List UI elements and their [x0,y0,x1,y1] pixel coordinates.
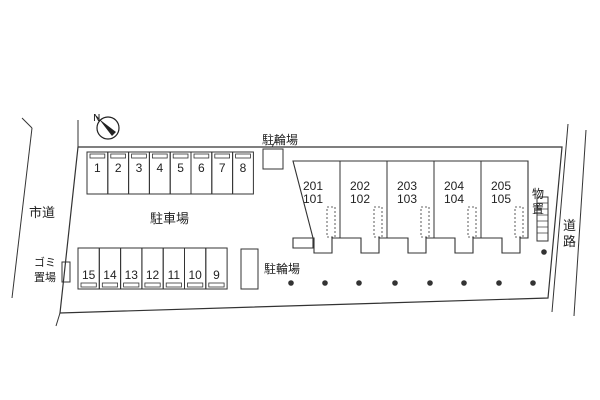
north-arrow-icon [95,115,120,140]
building-outline [292,160,529,254]
parking-stall: 11 [162,247,185,290]
garbage-area-label: ゴミ置場 [34,255,56,284]
parking-stall-number: 4 [156,161,163,175]
road-curb-line-right [551,123,569,313]
unit-number-upper: 201 [303,179,323,193]
bike-parking-mid [240,248,259,290]
parking-stall-number: 7 [219,161,226,175]
parking-stall: 1 [86,151,109,195]
tree-dot [288,280,294,286]
unit-number-upper: 203 [397,179,417,193]
road-curb-line-left-top [21,117,33,129]
tree-dot [427,280,433,286]
unit-number-lower: 105 [491,192,511,206]
unit-number-upper: 204 [444,179,464,193]
parking-stall-number: 8 [240,161,247,175]
parking-stall: 6 [190,151,213,195]
parking-stall: 14 [98,247,122,290]
parking-stall: 13 [120,247,143,290]
parking-lot-label: 駐車場 [150,212,189,227]
parking-stall-number: 13 [125,268,139,282]
parking-stall: 9 [205,247,228,290]
road-curb-line-right-outer [573,129,587,317]
unit-number-lower: 104 [444,192,464,206]
parking-stall: 15 [77,247,100,290]
parking-stall: 12 [141,247,164,290]
parking-stall-number: 11 [168,268,181,282]
parking-stall-number: 3 [136,161,143,175]
north-label: N [93,113,100,124]
unit-number-lower: 102 [350,192,370,206]
city-road-label: 市道 [29,205,55,221]
stair-dashed [420,206,430,238]
stair-dashed [467,206,477,238]
garbage-area-box [61,261,71,283]
tree-dot [530,280,536,286]
bike-parking-top-label: 駐輪場 [262,132,298,147]
parking-stall-number: 15 [82,268,96,282]
parking-stall: 5 [169,151,192,195]
road-label: 道 路 [563,219,580,250]
unit-number-lower: 101 [303,192,323,206]
tree-dot [461,280,467,286]
parking-stall-number: 9 [213,268,220,282]
parking-stall: 3 [128,151,150,195]
parking-stall-number: 1 [94,161,101,175]
storage-label: 物 置 [532,187,548,216]
bike-parking-mid-label: 駐輪場 [264,261,300,276]
parking-stall-number: 2 [115,161,122,175]
tree-dot [356,280,362,286]
road-curb-line-left [11,127,33,299]
tree-dot [322,280,328,286]
parking-stall: 2 [107,151,130,195]
parking-stall-number: 12 [146,268,160,282]
bike-parking-top-leader [271,139,277,148]
parking-stall: 8 [232,151,254,195]
unit-number-upper: 205 [491,179,511,193]
stair-dashed [514,206,524,238]
unit-number-lower: 103 [397,192,417,206]
parking-stall: 4 [148,151,171,195]
parking-stall-number: 5 [177,161,184,175]
parking-stall-number: 6 [198,161,205,175]
unit-number-upper: 202 [350,179,370,193]
bike-parking-top [262,148,284,170]
tree-dots [288,249,547,286]
stair-dashed [373,206,383,238]
parking-stall-number: 14 [103,268,117,282]
parking-stall-number: 10 [188,268,202,282]
tree-dot [541,249,547,255]
storage-shed [536,196,549,242]
parking-stall: 7 [211,151,234,195]
parking-stall: 10 [184,247,207,290]
parking-row-bottom: 15 14 13 12 11 10 9 [77,247,228,290]
stair-dashed [326,206,336,238]
property-boundary [59,146,563,314]
tree-dot [392,280,398,286]
boundary-mark-bottom-left [55,312,61,327]
tree-dot [496,280,502,286]
